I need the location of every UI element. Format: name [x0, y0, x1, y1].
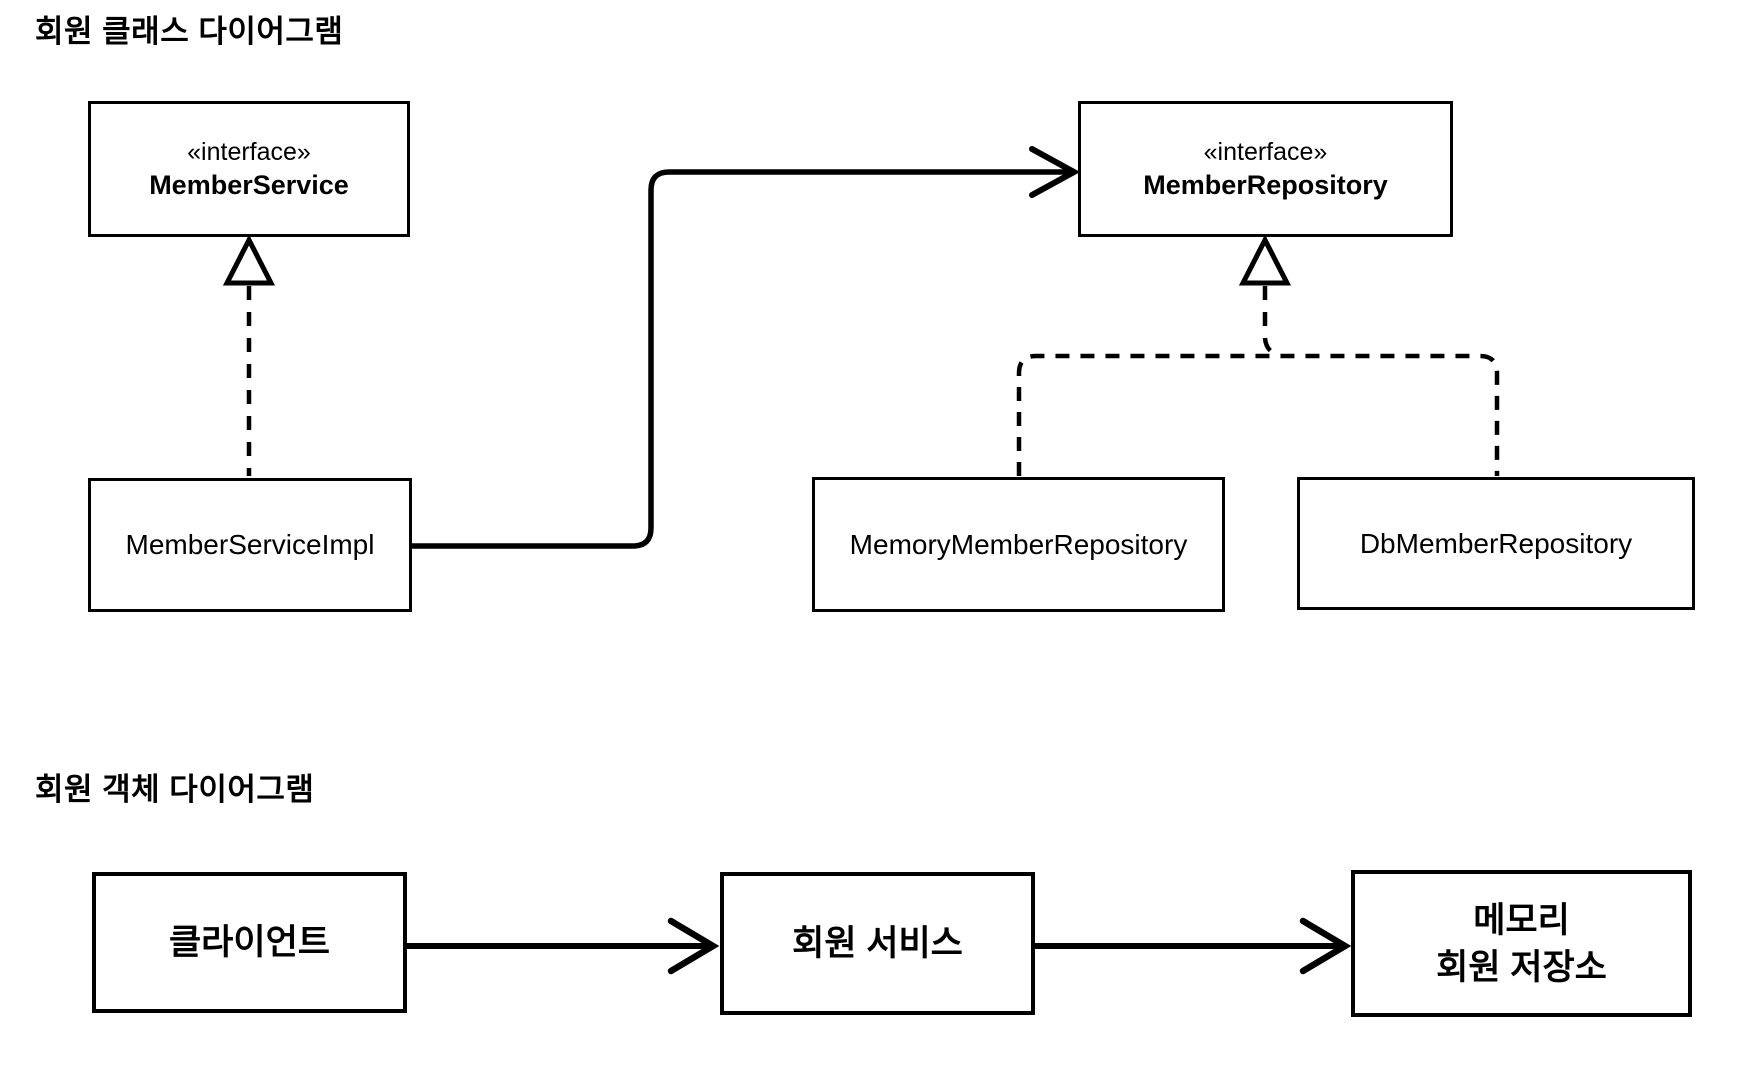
node-memory-member-repository: MemoryMemberRepository: [812, 477, 1225, 612]
node-member-service-impl: MemberServiceImpl: [88, 478, 412, 612]
class-name-label: MemoryMemberRepository: [849, 528, 1188, 560]
object-name-line2: 회원 저장소: [1436, 947, 1607, 987]
realization-triangle-memberservice: [222, 234, 276, 286]
node-memory-member-store-object: 메모리 회원 저장소: [1351, 870, 1692, 1017]
node-member-service-object: 회원 서비스: [720, 872, 1035, 1015]
interface-name-label: MemberService: [149, 170, 349, 200]
dependency-line-to-memberrepository: [409, 169, 1069, 549]
object-name-label: 클라이언트: [168, 923, 330, 962]
node-member-service-interface: «interface» MemberService: [88, 101, 410, 237]
class-name-label: MemberServiceImpl: [125, 529, 375, 560]
realization-fork-line: [1016, 353, 1500, 476]
node-member-repository-interface: «interface» MemberRepository: [1078, 101, 1453, 237]
object-name-line1: 메모리: [1473, 900, 1570, 940]
interface-name-label: MemberRepository: [1143, 170, 1388, 200]
open-arrowhead-memberrepository: [1029, 146, 1081, 198]
class-diagram-title: 회원 클래스 다이어그램: [35, 14, 344, 49]
object-diagram-title: 회원 객체 다이어그램: [35, 772, 315, 807]
object-name-label: 회원 서비스: [792, 924, 963, 963]
node-client-object: 클라이언트: [92, 872, 407, 1013]
stereotype-label: «interface»: [187, 138, 311, 166]
realization-triangle-memberrepository: [1238, 234, 1292, 286]
node-db-member-repository: DbMemberRepository: [1297, 477, 1695, 610]
open-arrowhead-member-service-object: [667, 917, 720, 975]
open-arrowhead-memory-store-object: [1299, 917, 1352, 975]
realization-stub-memberrepository: [1262, 286, 1281, 359]
class-name-label: DbMemberRepository: [1359, 527, 1633, 559]
stereotype-label: «interface»: [1203, 138, 1328, 166]
